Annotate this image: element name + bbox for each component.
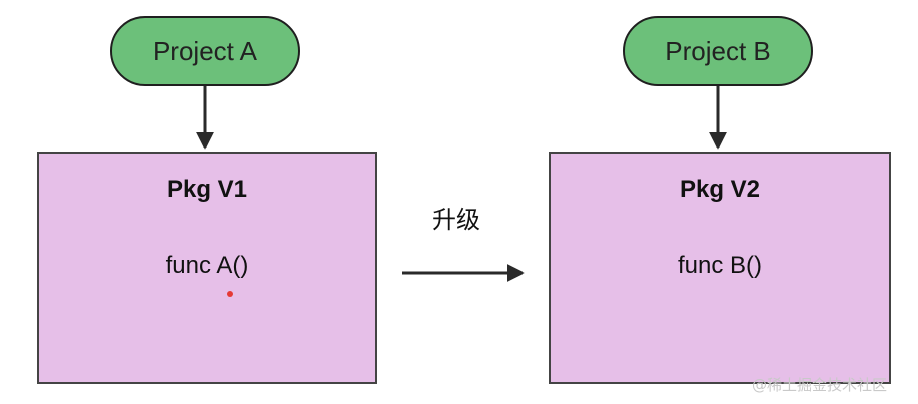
watermark: @稀土掘金技术社区 [752,376,888,394]
pkg-v2-title: Pkg V2 [679,176,761,203]
project-b-node: Project B [623,16,813,86]
pkg-v2-function: func B() [677,252,763,279]
pointer-dot [227,291,233,297]
project-b-label: Project B [665,35,771,66]
pkg-v1-box: Pkg V1 func A() [37,152,377,384]
pkg-v2-box: Pkg V2 func B() [549,152,891,384]
upgrade-label: 升级 [432,206,480,234]
pkg-v1-title: Pkg V1 [166,176,248,203]
project-a-node: Project A [110,16,300,86]
project-a-label: Project A [152,35,258,66]
pkg-v1-function: func A() [165,252,249,279]
